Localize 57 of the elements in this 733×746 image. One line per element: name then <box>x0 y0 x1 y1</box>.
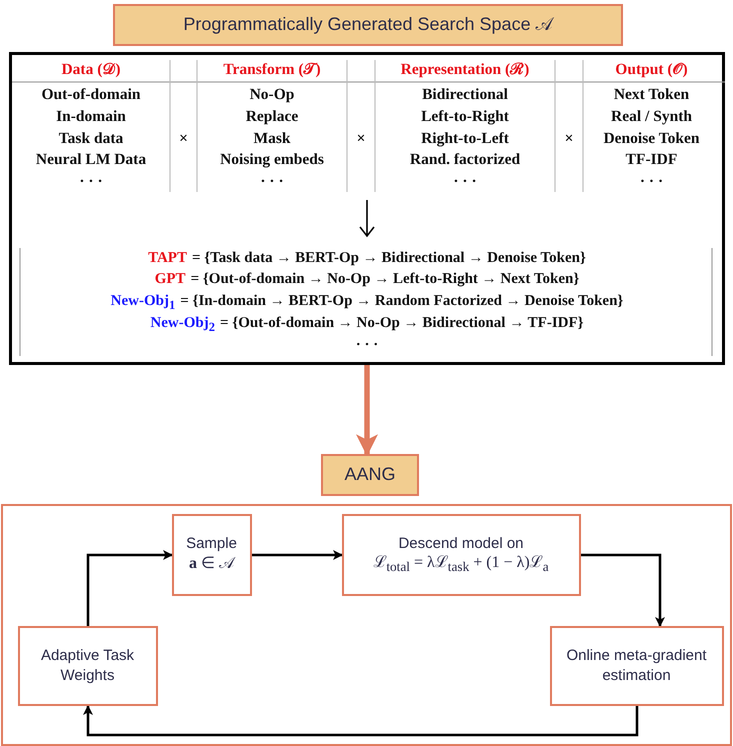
table-cell-text: Task data <box>58 129 124 149</box>
table-cell-text: · · · <box>259 172 285 192</box>
column-header: Output (𝒪) <box>614 60 689 80</box>
table-cell-text: Bidirectional <box>421 85 509 105</box>
table-cell-text: TF-IDF <box>624 150 678 170</box>
table-cell-text: Left-to-Right <box>420 107 510 127</box>
table-cell-text: In-domain <box>55 107 127 127</box>
table-cell-text: Mask <box>252 129 292 149</box>
table-cell-text: Next Token <box>612 85 690 105</box>
process-box <box>18 626 158 706</box>
times-sign: × <box>564 129 574 149</box>
table-cell-text: Neural LM Data <box>34 150 148 170</box>
process-box <box>550 626 724 706</box>
objective-name: New-Obj$_{1}$ <box>110 292 176 314</box>
node-label: Online meta-gradient estimation <box>565 646 708 685</box>
objective-name: New-Obj$_{2}$ <box>150 314 215 336</box>
arrow <box>86 550 173 626</box>
ellipsis: · · · <box>356 336 378 355</box>
table-cell-text: Real / Synth <box>610 107 693 127</box>
table-cell-text: Replace <box>244 107 300 127</box>
column-header: Representation (ℛ) <box>400 60 530 80</box>
process-box <box>342 514 580 596</box>
arrow <box>83 705 638 736</box>
objective-name: TAPT <box>148 249 187 268</box>
node-label: Descend model on <box>398 534 524 553</box>
table-cell-text: Right-to-Left <box>420 129 510 149</box>
arrow <box>356 365 378 456</box>
times-sign: × <box>356 129 366 149</box>
table-cell-text: · · · <box>78 172 104 192</box>
process-box <box>172 514 252 596</box>
objective-formula: = {Out-of-domain → No-Op → Left-to-Right → Next Token} <box>190 270 580 289</box>
loop-container <box>1 504 732 746</box>
search-space-box <box>9 52 725 365</box>
aang-box <box>321 454 419 496</box>
table-cell-text: Rand. factorized <box>408 150 522 170</box>
table-cell-text: Denoise Token <box>602 129 701 149</box>
arrow <box>252 550 343 560</box>
objective-formula: = {In-domain → BERT-Op → Random Factorized → Denoise Token} <box>180 292 624 311</box>
table-cell-text: · · · <box>452 172 478 192</box>
table-cell-text: Out-of-domain <box>40 85 142 105</box>
node-label: Sample <box>186 534 237 554</box>
objective-formula: = {Out-of-domain → No-Op → Bidirectional → TF-IDF} <box>220 314 584 333</box>
node-label: Adaptive Task Weights <box>40 646 136 685</box>
column-header: Data (𝒟) <box>60 60 122 80</box>
table-cell-text: Noising embeds <box>219 150 325 170</box>
node-label: Programmatically Generated Search Space 𝒜 <box>183 13 553 36</box>
arrow <box>581 554 665 627</box>
column-header: Transform (𝒯) <box>222 60 322 80</box>
title-box <box>113 4 623 46</box>
formula-text: ℒ$_{total}$ = λℒ$_{task}$ + (1 − λ)ℒ$_{a}$ <box>373 553 549 576</box>
formula-text: a ∈ 𝒜 <box>189 554 234 574</box>
node-label: AANG <box>344 463 396 486</box>
table-cell-text: No-Op <box>248 85 296 105</box>
objective-name: GPT <box>154 270 186 289</box>
times-sign: × <box>178 129 189 149</box>
objective-formula: = {Task data → BERT-Op → Bidirectional → Denoise Token} <box>192 249 586 268</box>
table-cell-text: · · · <box>638 172 664 192</box>
